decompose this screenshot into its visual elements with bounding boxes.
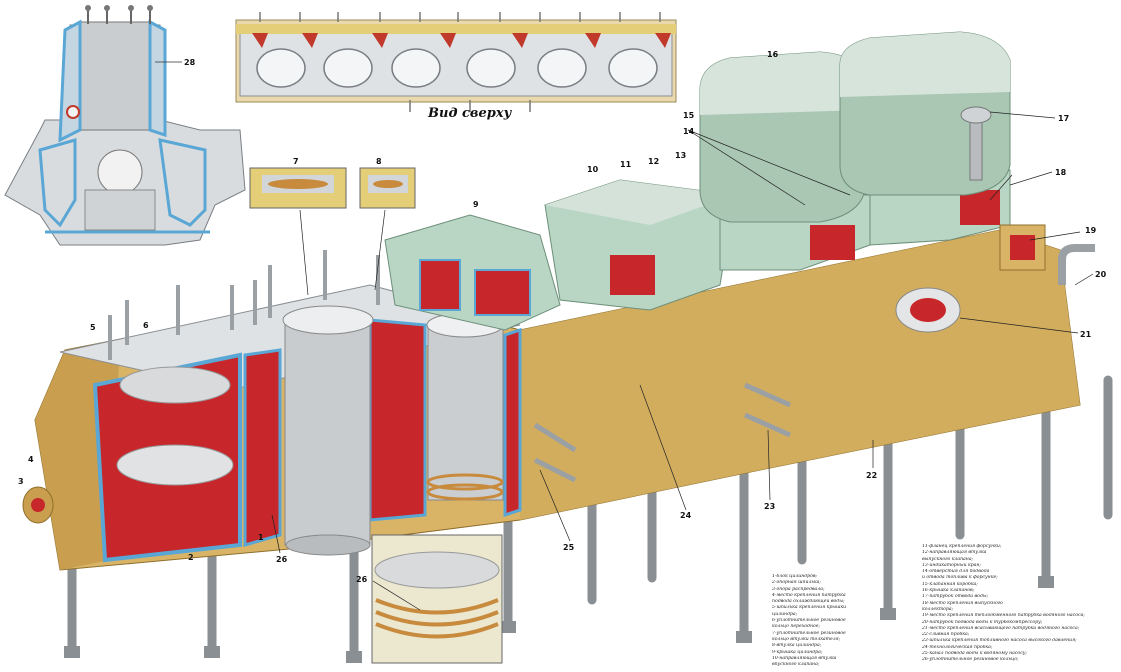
legend-line: кольцо втулки толкателя; [772,636,841,642]
water-pump-flange [895,287,961,333]
legend-line: выпускного клапана; [922,556,974,562]
seal-ring-inset-7 [249,167,347,209]
head-studs [108,250,380,360]
main-engine-block [22,31,1113,663]
valve-cover-1 [699,51,871,271]
svg-text:7: 7 [293,157,299,166]
svg-text:26: 26 [356,575,368,584]
legend-line: 12-направляющая втулка [922,550,987,556]
legend-line: 11-фланец крепления форсунки; [922,544,1002,549]
legend-line: подвода охлаждающей воды; [772,599,845,605]
svg-text:16: 16 [767,50,779,59]
legend-line: кольцо переходное; [772,624,821,630]
svg-text:13: 13 [675,151,686,160]
svg-text:19: 19 [1085,226,1097,235]
legend-line: 24-технологическая пробка; [922,644,993,650]
piston [426,312,504,501]
svg-text:2: 2 [188,553,194,562]
svg-text:18: 18 [1055,168,1067,177]
legend-line: 20-патрубок подвода воды к турбокомпресс… [922,619,1043,625]
cylinder-head [544,179,736,311]
svg-text:9: 9 [473,200,479,209]
legend-line: 2-опорная шпилька; [772,580,821,586]
callout-labels: 1 2 3 4 5 6 7 8 9 10 11 12 13 14 15 16 1… [18,50,1107,584]
seal-ring-inset-8 [359,167,416,209]
svg-text:8: 8 [376,157,382,166]
svg-text:23: 23 [764,502,775,511]
legend-line: 22-сливная пробка; [922,632,970,638]
legend-line: 8-втулка цилиндра; [772,643,822,649]
svg-text:26: 26 [276,555,288,564]
legend-line: 14-отверстия для подвода [922,569,990,575]
legend-line: 26-уплотнительное резиновое кольцо; [922,657,1019,663]
svg-text:6: 6 [143,321,149,330]
legend-line: 18-место крепления выпускного [922,600,1003,606]
legend-line: 16-крышка клапанов; [922,588,975,594]
legend-line: цилиндра; [772,611,798,617]
legend-line: 7-уплотнительное резиновое [772,630,846,636]
top-view [235,12,677,112]
legend-line: 15-клапанная коробка; [922,581,978,587]
svg-text:20: 20 [1095,270,1107,279]
cylinder-liner [282,305,374,556]
cylinder-cutaway [92,318,522,563]
svg-text:28: 28 [184,58,196,67]
leader-lines [271,111,1094,611]
legend-line: 21-место крепления всасывающего патрубка… [922,625,1080,631]
legend-line: 17-патрубок отвода воды; [922,594,989,600]
legend-line: 1-блок цилиндров; [772,574,818,579]
legend-line: 13-индикаторный кран; [922,562,981,568]
svg-text:21: 21 [1080,330,1092,339]
legend-line: 3-опора распредвала; [772,586,825,592]
legend-line: 19-место крепления теплообменного патруб… [922,613,1085,619]
legend-line: 10-направляющая втулка [772,655,837,661]
top-view-caption: Вид сверху [427,106,513,121]
svg-text:1: 1 [258,533,264,542]
cylinder-head-cutaway [384,214,561,331]
legend-line: и отвода топлива к форсунке; [922,575,998,581]
svg-text:22: 22 [866,471,877,480]
legend-line: 6-уплотнительное резиновое [772,618,846,624]
svg-text:12: 12 [648,157,659,166]
svg-text:4: 4 [28,455,34,464]
svg-text:3: 3 [18,477,24,486]
svg-text:25: 25 [563,543,575,552]
piston-ring-inset [371,534,503,664]
legend-line: коллектора; [922,606,954,612]
svg-text:14: 14 [683,127,695,136]
legend-line: 4-место крепления патрубка [772,592,846,598]
water-outlet-pipe [960,106,992,181]
legend-right-column: 11-фланец крепления форсунки;12-направля… [922,544,1118,664]
svg-text:17: 17 [1058,114,1069,123]
legend-line: 25-канал подвода воды к водяному насосу; [922,651,1027,657]
legend-line: впускного клапана; [772,662,820,668]
svg-text:15: 15 [683,111,695,120]
legend-line: 9-крышка цилиндра; [772,649,823,655]
valve-cover-2 [839,31,1011,246]
cross-section-view [4,5,246,246]
legend-line: 23-шпилька крепления топливного насоса в… [922,638,1077,644]
svg-text:10: 10 [587,165,599,174]
camshaft-support [22,486,54,524]
svg-text:5: 5 [90,323,96,332]
legend-left-column: 1-блок цилиндров;2-опорная шпилька;3-опо… [772,574,922,668]
svg-text:11: 11 [620,160,632,169]
svg-text:24: 24 [680,511,692,520]
legend-line: 5-шпилька крепления крышки [772,605,847,611]
